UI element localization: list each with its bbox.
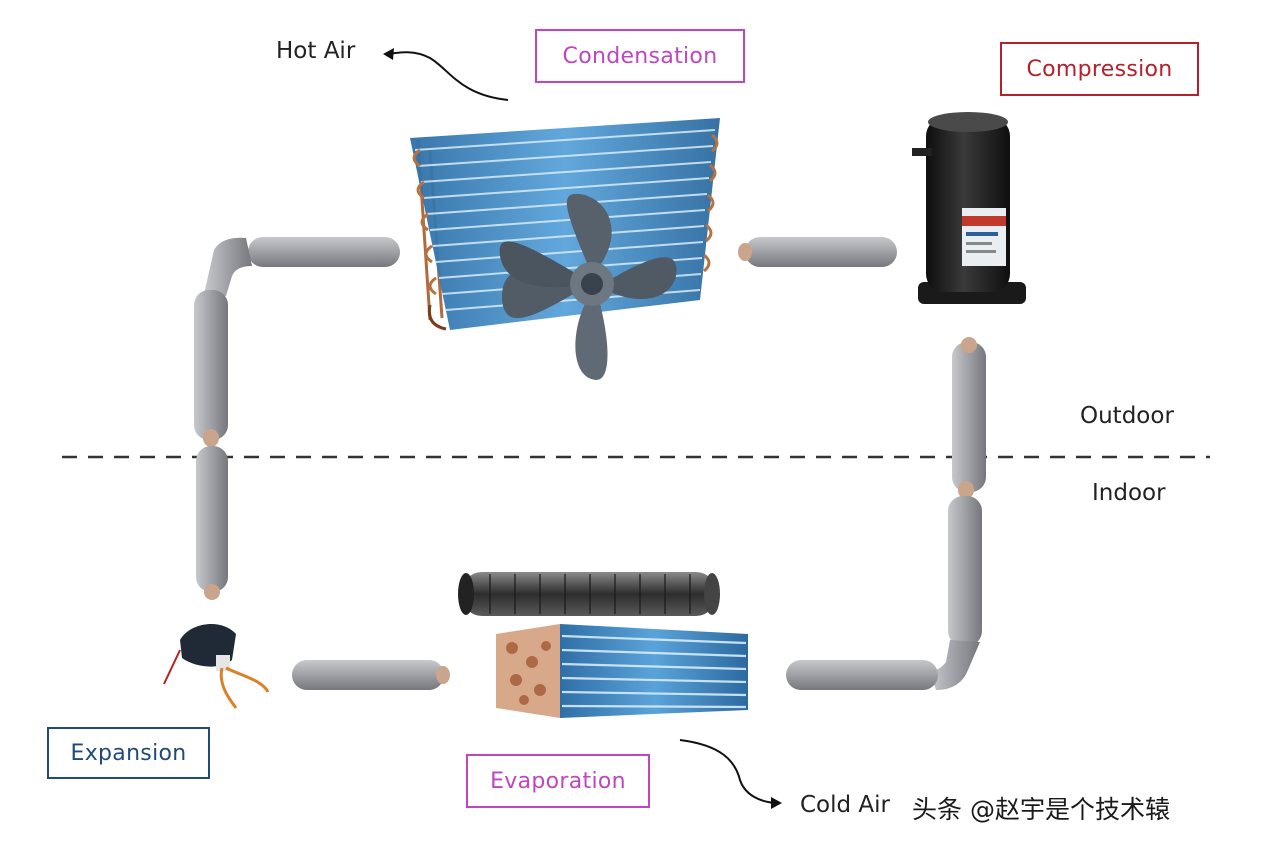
- pipe-end: [738, 243, 752, 261]
- pipe-segment: [786, 660, 938, 690]
- pipe-segment: [194, 290, 228, 440]
- pipe-segment: [952, 342, 986, 492]
- cold-air-arrow: [679, 739, 782, 809]
- pipe-end: [436, 666, 450, 684]
- expansion-valve-icon: [163, 623, 270, 709]
- blower-wheel-icon: [458, 572, 720, 616]
- compression-label: Compression: [1000, 42, 1199, 96]
- pipe-segment: [745, 237, 897, 267]
- refrigerant-piping: [194, 237, 986, 690]
- hot-air-arrow: [383, 48, 509, 101]
- pipe-joint: [958, 481, 974, 499]
- pipe-segment: [248, 237, 400, 267]
- pipe-segment: [948, 496, 982, 646]
- pipe-joint: [203, 429, 219, 447]
- indoor-label: Indoor: [1092, 480, 1166, 506]
- pipe-segment: [196, 446, 228, 592]
- cold-air-label: Cold Air: [800, 792, 891, 818]
- pipe-end: [204, 584, 220, 600]
- compressor-icon: [912, 112, 1026, 304]
- evaporator-coil-icon: [496, 624, 748, 718]
- pipe-end: [961, 337, 977, 353]
- evaporation-label: Evaporation: [466, 754, 650, 808]
- pipe-elbow: [204, 237, 252, 296]
- fan-icon: [499, 193, 677, 380]
- hot-air-label: Hot Air: [276, 38, 356, 64]
- expansion-label: Expansion: [47, 727, 210, 779]
- pipe-segment: [292, 660, 444, 690]
- condensation-label: Condensation: [535, 29, 745, 83]
- outdoor-label: Outdoor: [1080, 403, 1174, 429]
- watermark-text: 头条 @赵宇是个技术辕: [912, 795, 1170, 824]
- pipe-elbow: [930, 640, 980, 690]
